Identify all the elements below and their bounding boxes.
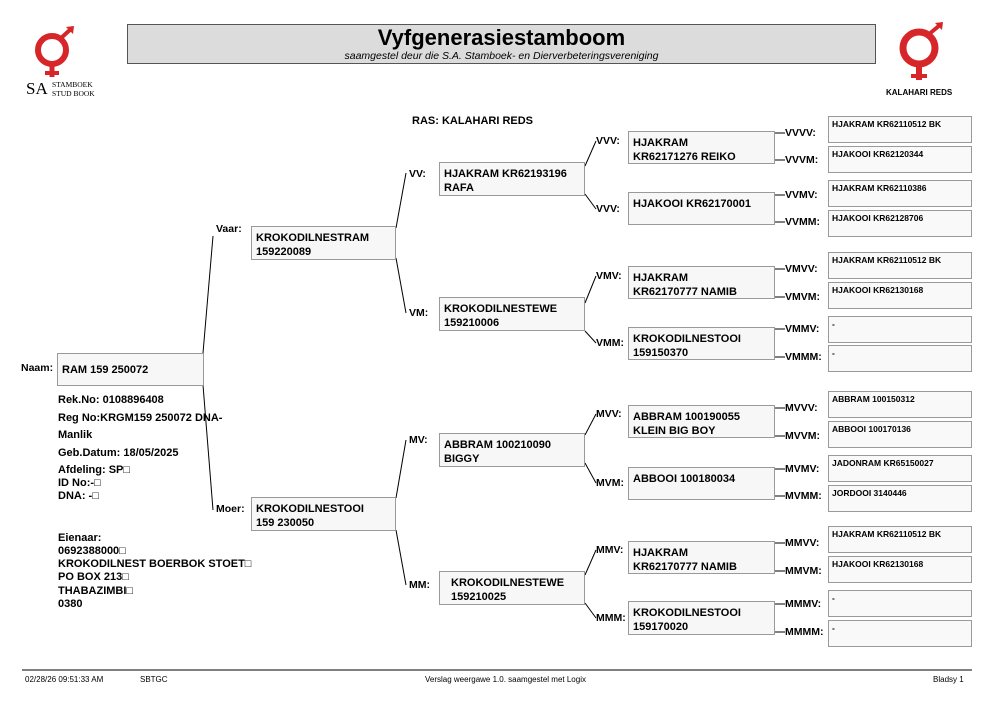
dam-label: Moer: [216, 503, 245, 515]
gen5-label: VVVV: [785, 127, 816, 139]
gen5-box: JADONRAM KR65150027 [828, 455, 972, 482]
breed-label: RAS: KALAHARI REDS [412, 115, 533, 127]
grandparent-label: VM: [409, 307, 429, 319]
breed-symbol-icon [899, 22, 943, 80]
gen5-label: MVMM: [785, 490, 822, 502]
grandparent-box: KROKODILNESTEWE 159210025 [439, 571, 585, 605]
gen5-label: VVMM: [785, 216, 820, 228]
report-title: Vyfgenerasiestamboom [377, 25, 626, 50]
gen5-label: MVVM: [785, 430, 820, 442]
owner-heading: Eienaar: [58, 532, 102, 544]
owner-name: KROKODILNEST BOERBOK STOET□ [58, 558, 252, 570]
great-grandparent-box: HJAKRAM KR62171276 REIKO [628, 131, 775, 164]
sire-label: Vaar: [216, 223, 242, 235]
kalahari-reds-logo: KALAHARI REDS [882, 22, 962, 102]
gen5-box: ABBRAM 100150312 [828, 391, 972, 418]
gen5-box: HJAKRAM KR62110512 BK [828, 116, 972, 143]
gen5-box: HJAKOOI KR62130168 [828, 556, 972, 583]
gen5-label: VMMM: [785, 351, 822, 363]
great-grandparent-label: MMM: [596, 612, 626, 624]
great-grandparent-box: HJAKOOI KR62170001 [628, 192, 775, 225]
animal-name-label: Naam: [21, 362, 54, 374]
gen5-box: HJAKRAM KR62110512 BK [828, 252, 972, 279]
footer-code: SBTGC [140, 675, 168, 684]
gen5-box: ABBOOI 100170136 [828, 421, 972, 448]
animal-name-box: RAM 159 250072 [57, 353, 204, 386]
owner-address: PO BOX 213□ [58, 571, 129, 583]
great-grandparent-label: VMM: [596, 337, 624, 349]
great-grandparent-label: MVM: [596, 477, 624, 489]
gen5-box: JORDOOI 3140446 [828, 485, 972, 512]
gen5-box: - [828, 590, 972, 617]
gen5-box: - [828, 345, 972, 372]
dam-box: KROKODILNESTOOI 159 230050 [251, 497, 396, 531]
great-grandparent-label: VVV: [596, 135, 620, 147]
great-grandparent-label: MVV: [596, 408, 622, 420]
great-grandparent-label: VVV: [596, 203, 620, 215]
great-grandparent-box: HJAKRAM KR62170777 NAMIB [628, 266, 775, 299]
gen5-label: MMVV: [785, 537, 820, 549]
footer-page-number: Bladsy 1 [933, 675, 964, 684]
grandparent-label: MM: [409, 579, 430, 591]
report-subtitle: saamgestel deur die S.A. Stamboek- en Di… [344, 50, 659, 62]
detail-section: Afdeling: SP□ [58, 464, 131, 476]
detail-birth-date: Geb.Datum: 18/05/2025 [58, 447, 179, 459]
gen5-label: MVVV: [785, 402, 818, 414]
detail-dna: DNA: -□ [58, 490, 99, 502]
owner-postcode: 0380 [58, 598, 83, 610]
detail-reg-no: Reg No:KRGM159 250072 DNA- [58, 412, 223, 424]
sa-studbook-logo: SA STAMBOEK STUD BOOK [24, 24, 106, 100]
great-grandparent-box: KROKODILNESTOOI 159170020 [628, 601, 775, 635]
owner-town: THABAZIMBI□ [58, 585, 134, 597]
gen5-box: - [828, 620, 972, 647]
great-grandparent-label: VMV: [596, 270, 622, 282]
owner-number: 0692388000□ [58, 545, 126, 557]
great-grandparent-box: ABBOOI 100180034 [628, 467, 775, 500]
gen5-label: MMMV: [785, 598, 822, 610]
gen5-label: VMVV: [785, 263, 818, 275]
grandparent-box: ABBRAM 100210090 BIGGY [439, 433, 585, 467]
logo-sa-text: SA [26, 79, 48, 98]
grandparent-label: VV: [409, 168, 426, 180]
footer-report-version: Verslag weergawe 1.0. saamgestel met Log… [425, 675, 586, 684]
logo-breed-text: KALAHARI REDS [886, 88, 953, 97]
great-grandparent-box: KROKODILNESTOOI 159150370 [628, 327, 775, 360]
logo-studbook-text: STUD BOOK [52, 89, 95, 98]
gen5-label: VMVM: [785, 291, 820, 303]
grandparent-label: MV: [409, 434, 428, 446]
gen5-label: VVVM: [785, 154, 819, 166]
gen5-box: HJAKOOI KR62120344 [828, 146, 972, 173]
gen5-label: MMVM: [785, 565, 822, 577]
detail-rek-no: Rek.No: 0108896408 [58, 394, 164, 406]
detail-id-no: ID No:-□ [58, 477, 101, 489]
gen5-box: HJAKRAM KR62110512 BK [828, 526, 972, 553]
logo-stamboek-text: STAMBOEK [52, 80, 93, 89]
gen5-box: - [828, 316, 972, 343]
gen5-label: MVMV: [785, 463, 820, 475]
detail-sex: Manlik [58, 429, 93, 441]
grandparent-box: HJAKRAM KR62193196 RAFA [439, 162, 585, 196]
report-title-banner: Vyfgenerasiestamboom saamgestel deur die… [127, 24, 876, 64]
gen5-label: MMMM: [785, 626, 824, 638]
great-grandparent-box: ABBRAM 100190055 KLEIN BIG BOY [628, 405, 775, 438]
sire-box: KROKODILNESTRAM 159220089 [251, 226, 396, 260]
studbook-symbol-icon [35, 26, 74, 77]
footer-datetime: 02/28/26 09:51:33 AM [25, 675, 104, 684]
gen5-box: HJAKRAM KR62110386 [828, 180, 972, 207]
gen5-label: VVMV: [785, 189, 818, 201]
grandparent-box: KROKODILNESTEWE 159210006 [439, 297, 585, 331]
gen5-box: HJAKOOI KR62130168 [828, 282, 972, 309]
gen5-box: HJAKOOI KR62128706 [828, 210, 972, 237]
great-grandparent-box: HJAKRAM KR62170777 NAMIB [628, 541, 775, 574]
gen5-label: VMMV: [785, 323, 820, 335]
great-grandparent-label: MMV: [596, 544, 624, 556]
